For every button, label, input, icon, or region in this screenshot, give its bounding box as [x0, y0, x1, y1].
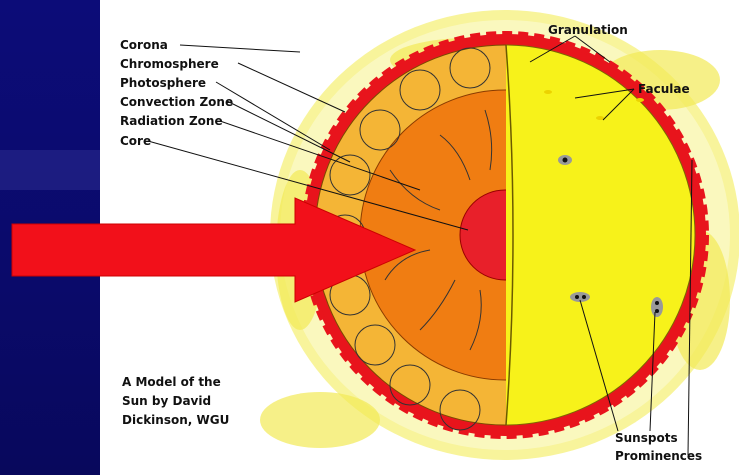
label-prominences: Prominences	[615, 449, 702, 463]
label-faculae: Faculae	[638, 82, 690, 96]
label-radiation-zone: Radiation Zone	[120, 114, 223, 128]
label-granulation: Granulation	[548, 23, 628, 37]
label-sunspots: Sunspots	[615, 431, 678, 445]
caption-line-3: Dickinson, WGU	[122, 413, 229, 427]
label-convection-zone: Convection Zone	[120, 95, 233, 109]
label-photosphere: Photosphere	[120, 76, 206, 90]
label-corona: Corona	[120, 38, 168, 52]
label-chromosphere: Chromosphere	[120, 57, 219, 71]
caption-line-2: Sun by David	[122, 394, 211, 408]
label-core: Core	[120, 134, 151, 148]
caption-line-1: A Model of the	[122, 375, 221, 389]
